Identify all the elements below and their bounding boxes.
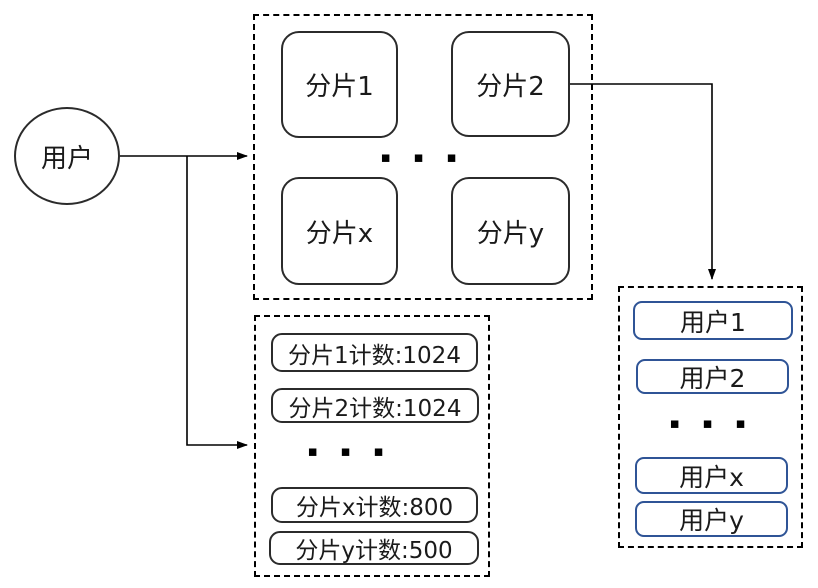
shard-node-y-label: 分片y xyxy=(476,218,545,249)
counter-node-1-label: 分片1计数:1024 xyxy=(288,342,461,369)
user-item-node-x: 用户x xyxy=(635,457,788,494)
counter-node-2-label: 分片2计数:1024 xyxy=(288,395,462,422)
shard-node-1: 分片1 xyxy=(281,31,398,138)
user-item-node-1-label: 用户1 xyxy=(680,307,746,337)
shard-node-x: 分片x xyxy=(281,177,398,285)
counter-node-x: 分片x计数:800 xyxy=(271,487,478,523)
user-circle-node: 用户 xyxy=(14,107,120,205)
counter-node-y-label: 分片y计数:500 xyxy=(295,538,453,564)
counter-node-x-label: 分片x计数:800 xyxy=(295,495,454,521)
user-list-box xyxy=(618,286,803,548)
counter-cluster-ellipsis: ▪ ▪ ▪ xyxy=(307,442,393,460)
user-circle-label: 用户 xyxy=(40,143,93,174)
user-item-node-1: 用户1 xyxy=(633,301,793,340)
counter-node-1: 分片1计数:1024 xyxy=(271,333,478,372)
user-item-node-2: 用户2 xyxy=(636,359,789,394)
arrow-user-to-counters xyxy=(186,156,248,449)
shard-node-1-label: 分片1 xyxy=(305,72,374,102)
counter-cluster-box xyxy=(254,315,490,577)
shard-node-y: 分片y xyxy=(451,177,570,285)
user-item-node-y-label: 用户y xyxy=(679,506,744,535)
counter-node-y: 分片y计数:500 xyxy=(269,531,479,565)
shard-cluster-box xyxy=(253,14,593,300)
user-item-node-y: 用户y xyxy=(635,501,788,537)
user-list-ellipsis: ▪ ▪ ▪ xyxy=(669,414,755,432)
shard-node-2: 分片2 xyxy=(451,31,570,137)
user-item-node-x-label: 用户x xyxy=(679,462,744,492)
shard-node-2-label: 分片2 xyxy=(476,71,545,102)
user-item-node-2-label: 用户2 xyxy=(679,363,746,393)
shard-cluster-ellipsis: ▪ ▪ ▪ xyxy=(380,148,466,166)
counter-node-2: 分片2计数:1024 xyxy=(271,388,479,423)
shard-node-x-label: 分片x xyxy=(305,218,374,249)
